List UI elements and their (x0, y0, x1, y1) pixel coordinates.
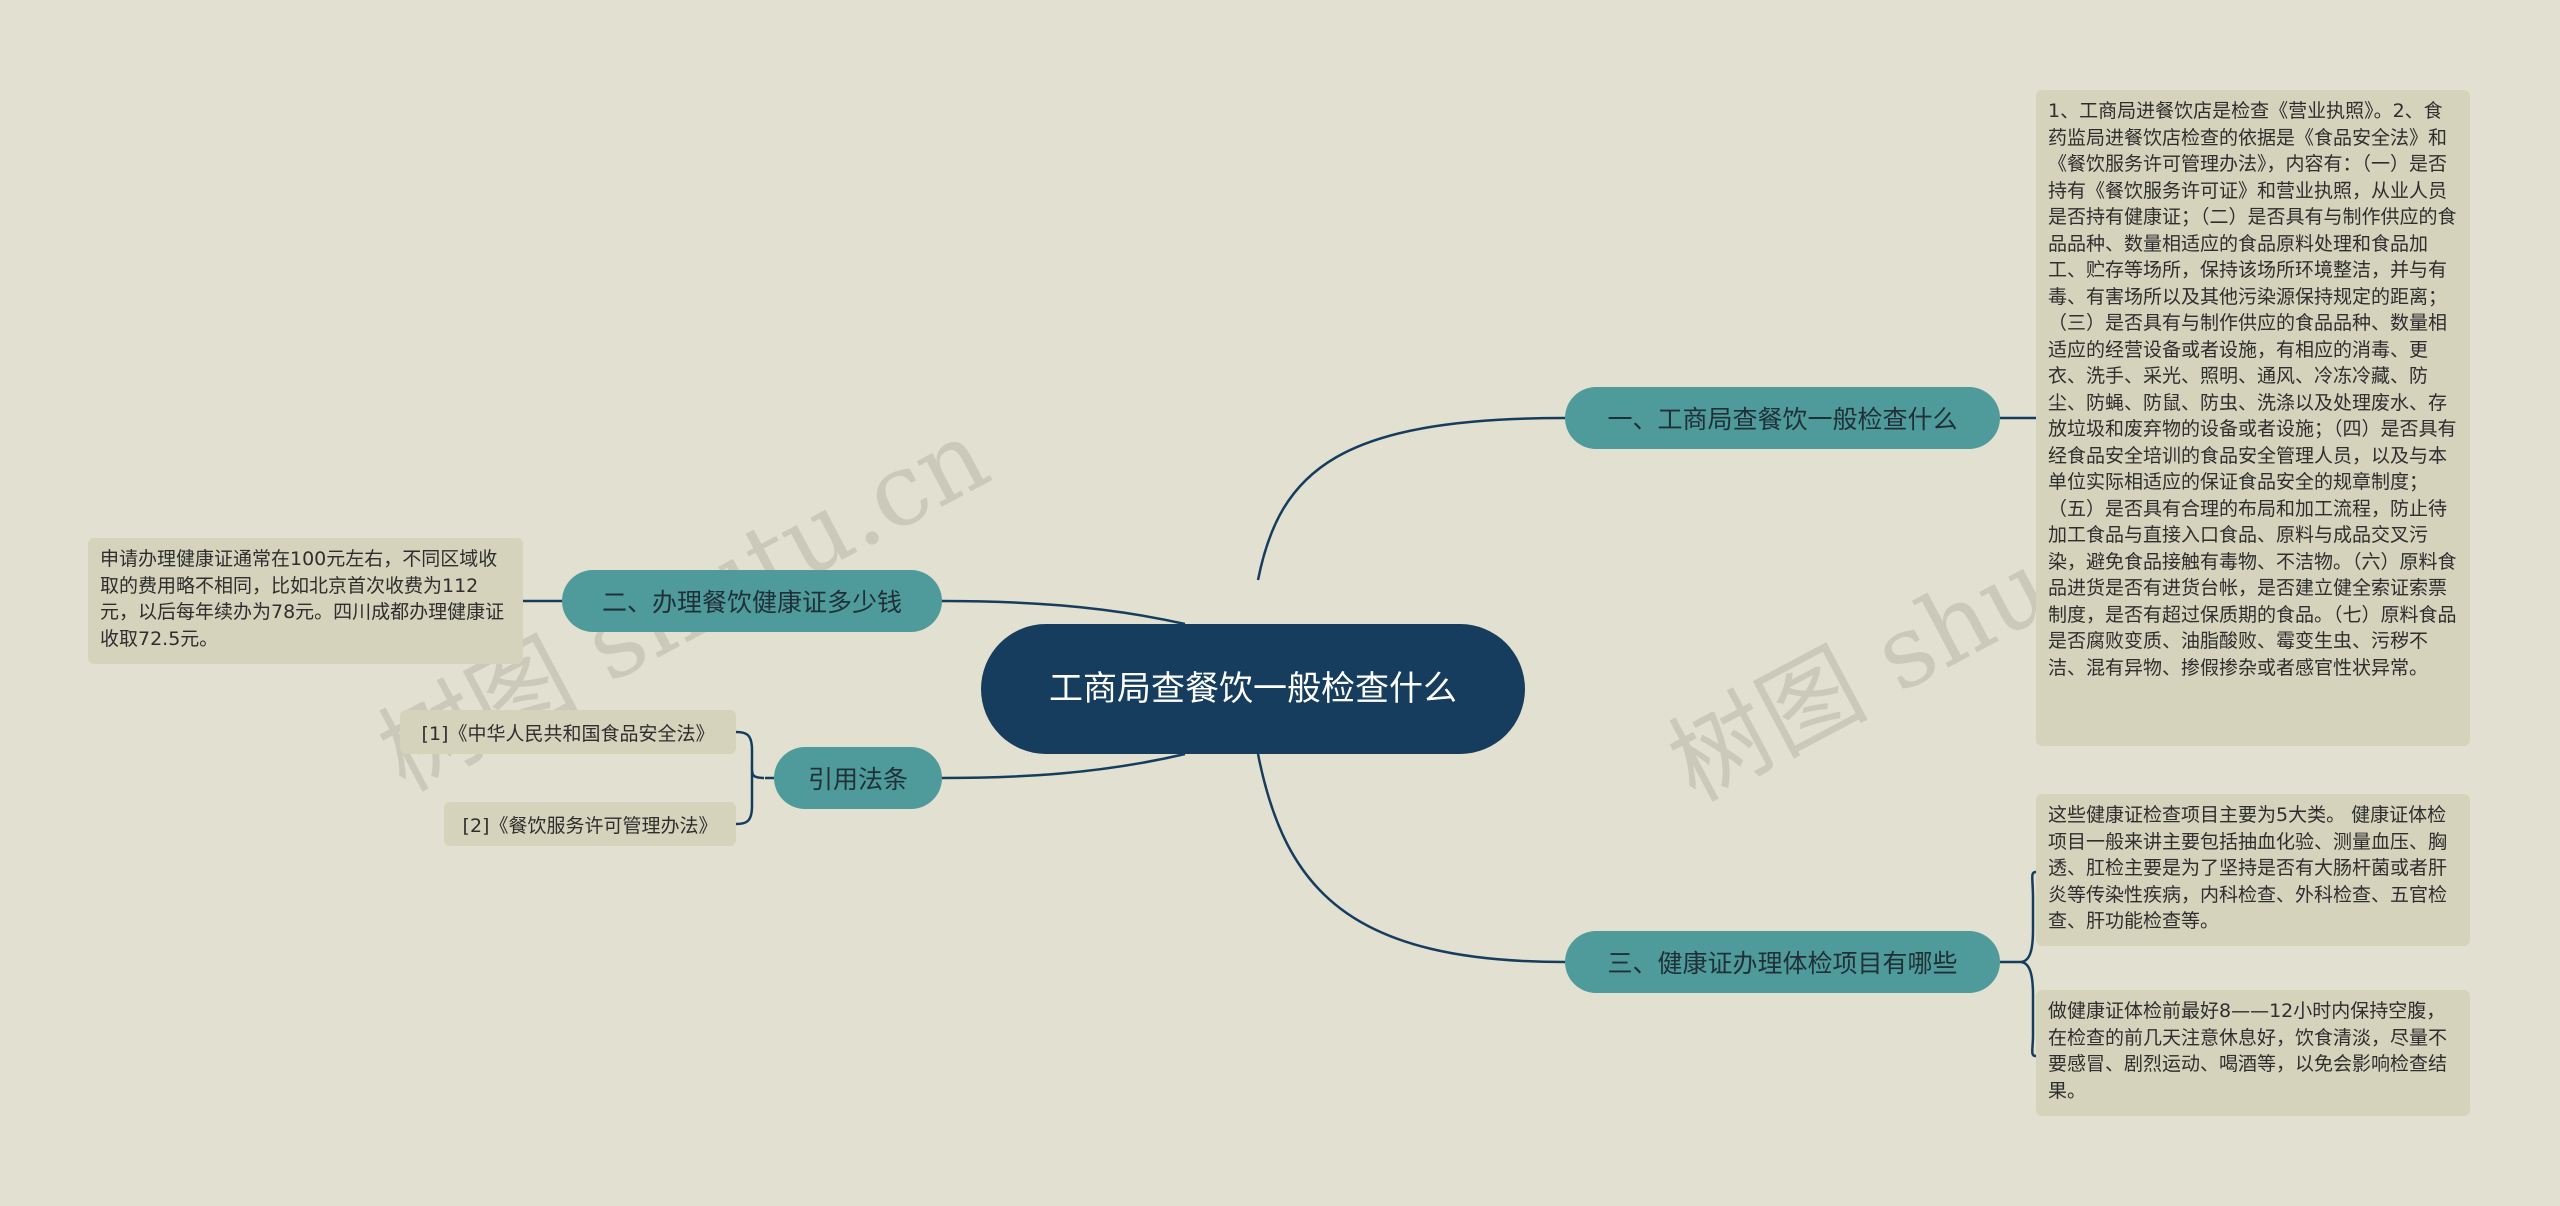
branch-cited-laws[interactable]: 引用法条 (774, 747, 942, 809)
root-topic-label: 工商局查餐饮一般检查什么 (1049, 669, 1457, 709)
ref-catering-license-rules[interactable]: [2]《餐饮服务许可管理办法》 (444, 802, 736, 846)
branch-label: 一、工商局查餐饮一般检查什么 (1607, 405, 1958, 434)
link-root-b1 (1256, 416, 1566, 581)
link-b4-details (2000, 870, 2037, 1058)
branch-inspection-items[interactable]: 一、工商局查餐饮一般检查什么 (1565, 387, 2000, 449)
branch-health-exam-items[interactable]: 三、健康证办理体检项目有哪些 (1565, 931, 2000, 993)
branch-health-cert-cost[interactable]: 二、办理餐饮健康证多少钱 (562, 570, 942, 632)
link-root-b2 (939, 599, 1186, 626)
ref-label: [1]《中华人民共和国食品安全法》 (421, 722, 715, 745)
link-root-b4 (1256, 753, 1566, 964)
link-b3-refs (735, 730, 774, 826)
leaf-exam-prep-detail: 做健康证体检前最好8——12小时内保持空腹，在检查的前几天注意休息好，饮食清淡，… (2036, 990, 2470, 1116)
link-root-b3 (939, 752, 1186, 780)
ref-food-safety-law[interactable]: [1]《中华人民共和国食品安全法》 (400, 710, 736, 754)
branch-label: 三、健康证办理体检项目有哪些 (1607, 949, 1958, 978)
ref-label: [2]《餐饮服务许可管理办法》 (462, 814, 718, 837)
root-topic[interactable]: 工商局查餐饮一般检查什么 (981, 624, 1525, 754)
branch-label: 引用法条 (807, 765, 908, 794)
leaf-exam-items-detail: 这些健康证检查项目主要为5大类。 健康证体检项目一般来讲主要包括抽血化验、测量血… (2036, 794, 2470, 946)
leaf-health-cert-cost-detail: 申请办理健康证通常在100元左右，不同区域收取的费用略不相同，比如北京首次收费为… (88, 538, 523, 664)
leaf-inspection-detail: 1、工商局进餐饮店是检查《营业执照》。2、食药监局进餐饮店检查的依据是《食品安全… (2036, 90, 2470, 746)
branch-label: 二、办理餐饮健康证多少钱 (601, 588, 902, 617)
